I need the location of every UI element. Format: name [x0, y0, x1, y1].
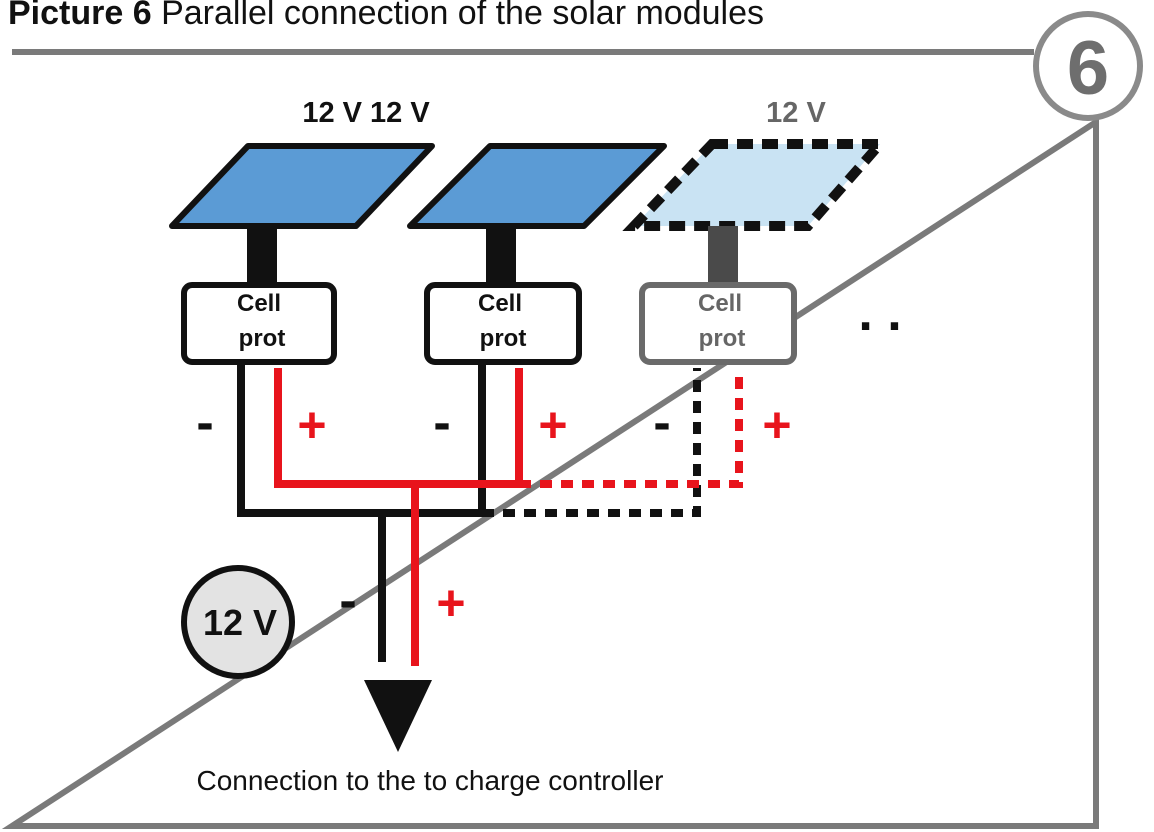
- positive-wire-optional: [519, 368, 743, 488]
- figure-caption-text: Parallel connection of the solar modules: [152, 0, 764, 32]
- cell-protector-3-line1: Cell: [698, 290, 742, 317]
- cell-protector-1-line1: Cell: [237, 290, 281, 317]
- solar-panel-1: [169, 143, 435, 229]
- panel-mount-2: [486, 226, 516, 286]
- negative-wire-optional: [482, 368, 701, 517]
- continuation-dots: . .: [858, 284, 901, 342]
- solar-panel-2: [407, 143, 667, 229]
- charge-controller-caption: Connection to the to charge controller: [197, 765, 664, 796]
- figure-caption-prefix: Picture 6: [8, 0, 152, 32]
- output-plus-sign: +: [436, 575, 465, 631]
- cell-protector-3-line2: prot: [699, 325, 746, 352]
- minus-sign-module-2: -: [433, 394, 450, 452]
- cell-protector-2-line2: prot: [480, 325, 527, 352]
- cell-protector-1-line2: prot: [239, 325, 286, 352]
- minus-sign-module-3: -: [653, 394, 670, 452]
- solar-panel-3-optional: [622, 139, 892, 231]
- cell-protector-2: Cell prot: [424, 282, 582, 365]
- figure-number-badge: 6: [1033, 11, 1143, 121]
- output-minus-sign: -: [339, 572, 356, 630]
- panel-mount-3: [708, 226, 738, 286]
- module-voltage-label-pair: 12 V 12 V: [302, 97, 430, 129]
- panel-mount-1: [247, 226, 277, 286]
- battery-voltage-indicator: 12 V: [181, 565, 295, 679]
- plus-sign-module-3: +: [762, 397, 791, 453]
- plus-sign-module-2: +: [538, 397, 567, 453]
- output-arrow-icon: [364, 680, 432, 752]
- plus-sign-module-1: +: [297, 397, 326, 453]
- cell-protector-2-line1: Cell: [478, 290, 522, 317]
- module-voltage-label-optional: 12 V: [766, 97, 826, 129]
- battery-voltage-label: 12 V: [203, 602, 277, 643]
- cell-protector-3-optional: Cell prot: [639, 282, 797, 365]
- negative-wire-bus: [237, 362, 486, 662]
- figure-number: 6: [1067, 26, 1109, 111]
- positive-wire-bus: [274, 368, 523, 666]
- cell-protector-1: Cell prot: [181, 282, 337, 365]
- minus-sign-module-1: -: [196, 394, 213, 452]
- diagram-frame: [1, 49, 1099, 829]
- figure-caption: Picture 6 Parallel connection of the sol…: [8, 0, 764, 32]
